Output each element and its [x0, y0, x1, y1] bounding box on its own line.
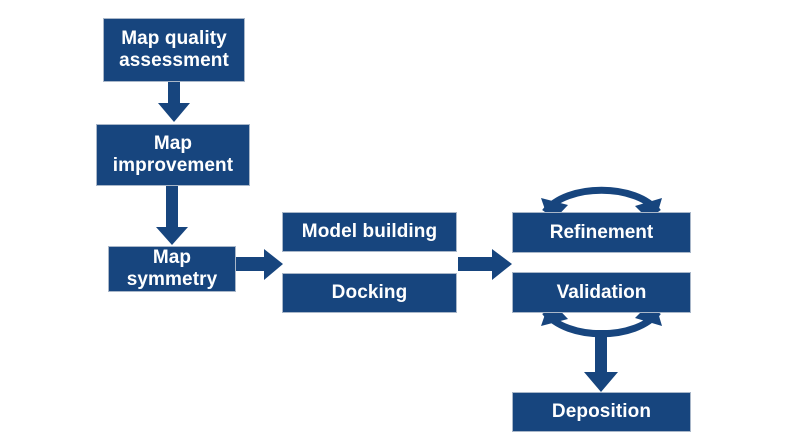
- node-deposition[interactable]: Deposition: [512, 392, 691, 432]
- arrow-cycle-to-deposition: [584, 330, 618, 392]
- node-model-building[interactable]: Model building: [282, 212, 457, 252]
- arrow-model-building-to-refinement: [458, 249, 512, 280]
- arrow-map-improvement-to-map-symmetry: [156, 185, 188, 245]
- node-model-building-label: Model building: [301, 220, 438, 242]
- node-validation-label: Validation: [556, 281, 647, 303]
- node-refinement-label: Refinement: [549, 221, 654, 243]
- node-map-symmetry-label: Map symmetry: [126, 246, 218, 290]
- arrow-map-symmetry-to-model-building: [236, 249, 283, 280]
- node-docking-label: Docking: [331, 281, 408, 303]
- arrow-map-quality-to-map-improvement: [158, 82, 190, 122]
- node-map-symmetry[interactable]: Map symmetry: [108, 246, 236, 292]
- node-map-quality-assessment[interactable]: Map quality assessment: [103, 18, 245, 82]
- node-validation[interactable]: Validation: [512, 272, 691, 313]
- node-map-quality-assessment-label: Map quality assessment: [119, 27, 229, 71]
- node-map-improvement-label: Map improvement: [112, 132, 234, 176]
- node-deposition-label: Deposition: [551, 400, 652, 422]
- node-refinement[interactable]: Refinement: [512, 212, 691, 253]
- node-map-improvement[interactable]: Map improvement: [96, 124, 250, 186]
- node-docking[interactable]: Docking: [282, 273, 457, 313]
